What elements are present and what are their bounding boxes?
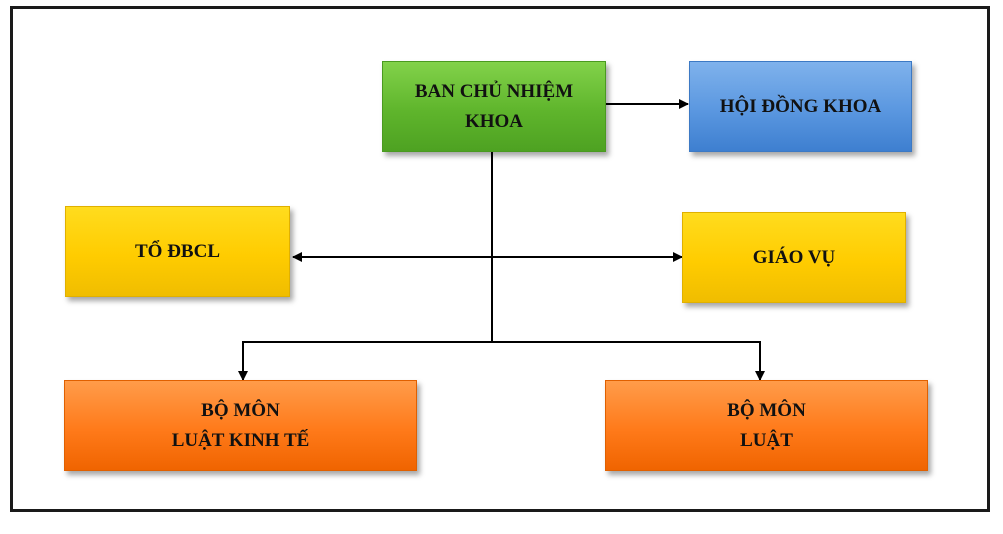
node-to-dbcl: TỔ ĐBCL — [65, 206, 290, 297]
node-label: BỘ MÔN LUẬT KINH TẾ — [171, 399, 310, 451]
node-bo-mon-luat-kinh-te: BỘ MÔN LUẬT KINH TẾ — [64, 380, 417, 471]
node-label: BAN CHỦ NHIỆM KHOA — [414, 80, 574, 132]
node-label: TỔ ĐBCL — [135, 240, 220, 262]
node-hoi-dong-khoa: HỘI ĐỒNG KHOA — [689, 61, 912, 152]
node-giao-vu: GIÁO VỤ — [682, 212, 906, 303]
node-label: GIÁO VỤ — [752, 246, 836, 268]
node-bo-mon-luat: BỘ MÔN LUẬT — [605, 380, 928, 471]
node-ban-chu-nhiem-khoa: BAN CHỦ NHIỆM KHOA — [382, 61, 606, 152]
node-label: BỘ MÔN LUẬT — [727, 399, 806, 451]
node-label: HỘI ĐỒNG KHOA — [719, 95, 882, 117]
